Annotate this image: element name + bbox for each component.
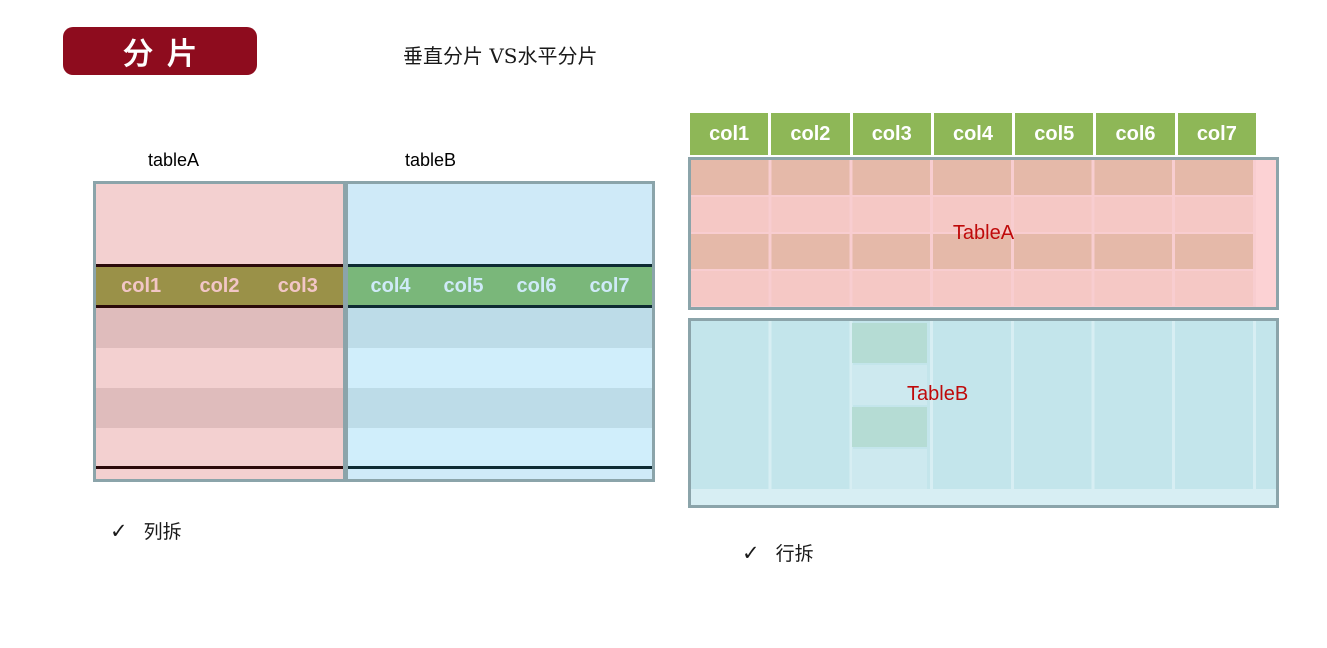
tablea-label: TableA	[952, 222, 1015, 244]
column-header-label: col1	[121, 274, 162, 297]
divider-line	[348, 466, 652, 469]
tableb-column-header-band: col4 col5 col6 col7	[348, 267, 652, 305]
divider-line	[96, 466, 343, 469]
tablea-grid	[691, 160, 1256, 307]
divider-line	[96, 305, 343, 308]
divider-line	[348, 305, 652, 308]
tablea-footer-strip	[96, 469, 343, 479]
vertical-tableb-label: tableB	[405, 150, 457, 170]
caption-text: 行拆	[775, 543, 814, 565]
checkmark-icon: ✓	[742, 540, 760, 565]
column-header-label: col7	[589, 274, 630, 297]
tableb-row-cell	[852, 407, 927, 447]
slide-title: 垂直分片 VS水平分片	[403, 44, 598, 68]
column-header-label: col3	[277, 274, 318, 297]
column-header-cell: col1	[690, 113, 769, 155]
column-header-label: col2	[199, 274, 240, 297]
horizontal-tablea-box: TableA	[688, 157, 1279, 310]
column-header-label: col5	[443, 274, 484, 297]
vertical-tableb-half: col4 col5 col6 col7	[348, 184, 652, 479]
checkmark-icon: ✓	[110, 518, 128, 543]
column-header-cell: col2	[771, 113, 850, 155]
tablea-top-band	[96, 184, 343, 264]
vertical-shard-diagram: col1 col2 col3 col4 col5 col6 col7	[93, 181, 655, 482]
section-badge: 分片	[63, 27, 257, 75]
divider-line	[348, 264, 652, 267]
horizontal-shard-caption: ✓ 行拆	[742, 539, 814, 566]
tableb-top-band	[348, 184, 652, 264]
tableb-row-cell	[852, 365, 927, 405]
tableb-row-stripes	[348, 308, 652, 466]
tablea-row-stripes	[96, 308, 343, 466]
tableb-bottom-strip	[691, 489, 1276, 505]
column-header-cell: col4	[933, 113, 1013, 155]
column-header-cell: col3	[852, 113, 931, 155]
tableb-col3-cells	[852, 321, 927, 489]
tableb-row-cell	[852, 323, 927, 363]
tableb-column-grid	[691, 321, 1256, 489]
vertical-shard-caption: ✓ 列拆	[110, 517, 182, 544]
tablea-column-header-band: col1 col2 col3	[96, 267, 343, 305]
horizontal-tableb-box: TableB	[688, 318, 1279, 508]
column-header-label: col4	[370, 274, 411, 297]
column-header-cell: col7	[1177, 113, 1256, 155]
vertical-tablea-label: tableA	[148, 150, 200, 170]
vertical-tablea-half: col1 col2 col3	[96, 184, 343, 479]
column-header-cell: col5	[1015, 113, 1094, 155]
caption-text: 列拆	[143, 521, 182, 543]
tableb-footer-strip	[348, 469, 652, 479]
divider-line	[96, 264, 343, 267]
column-header-cell: col6	[1096, 113, 1175, 155]
table-split-divider	[343, 184, 348, 479]
column-header-label: col6	[516, 274, 557, 297]
tableb-row-cell	[852, 449, 927, 489]
tableb-label: TableB	[907, 383, 969, 405]
